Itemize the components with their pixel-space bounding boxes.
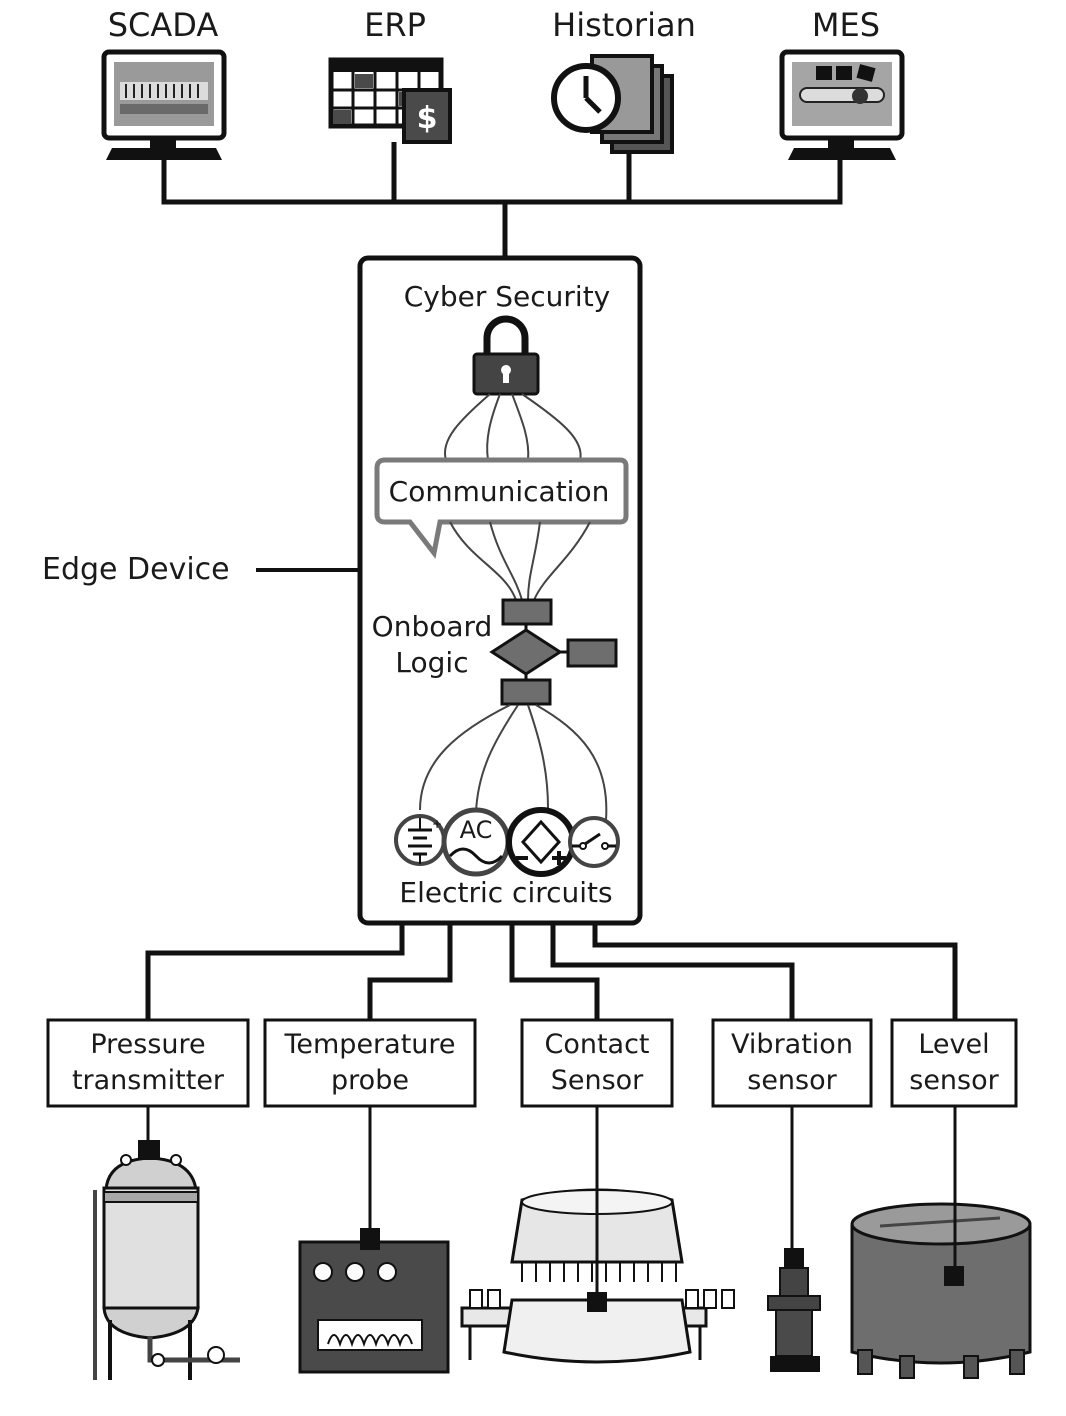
sensor-label-line1: Pressure: [90, 1029, 205, 1060]
cyber-security-label: Cyber Security: [404, 280, 611, 313]
sensor-vibration-sensor: Vibration sensor: [711, 1018, 873, 1108]
sensor-temperature-probe: Temperature probe: [263, 1018, 477, 1108]
scada-monitor-icon: [101, 49, 227, 160]
logic-to-circuits-links: [419, 704, 608, 821]
erp-spreadsheet-icon: $: [328, 57, 452, 144]
erp-label: ERP: [364, 6, 426, 44]
communication-bubble: [374, 457, 629, 559]
level-tank-illustration: [850, 1106, 1032, 1379]
ac-source-icon: AC: [441, 807, 511, 877]
sensor-label-line1: Contact: [544, 1029, 649, 1060]
mes-label: MES: [812, 6, 880, 44]
sensor-pressure-transmitter: Pressure transmitter: [46, 1018, 250, 1108]
historian-label: Historian: [552, 6, 696, 44]
flowchart-icon: [489, 598, 618, 706]
sensor-contact-sensor: Contact Sensor: [520, 1018, 674, 1108]
security-to-communication-links: [443, 393, 582, 461]
sensor-label-line2: sensor: [909, 1065, 999, 1096]
historian-clock-icon: [551, 54, 674, 154]
edge-device-label: Edge Device: [42, 552, 230, 587]
pressure-vessel-illustration: [93, 1106, 240, 1380]
dollar-sign: $: [417, 101, 438, 136]
dependent-source-icon: [506, 807, 576, 877]
mes-monitor-icon: [779, 49, 905, 160]
sensor-label-line1: Temperature: [283, 1029, 455, 1060]
electric-circuit-icons: + AC: [394, 807, 620, 877]
furnace-illustration: [298, 1106, 450, 1374]
communication-label: Communication: [389, 475, 610, 508]
sensor-label-line1: Level: [918, 1029, 989, 1060]
sensor-label-line2: Sensor: [551, 1065, 644, 1096]
sensor-label-line2: probe: [331, 1065, 409, 1096]
ac-symbol-label: AC: [460, 816, 493, 844]
sensor-label-line2: transmitter: [72, 1065, 225, 1096]
bottling-machine-illustration: [460, 1106, 735, 1364]
lock-icon: [472, 315, 540, 396]
sensor-bus-lines: [145, 923, 958, 1020]
communication-to-logic-links: [449, 521, 591, 601]
top-network-bus: [161, 142, 843, 258]
sensor-label-line2: sensor: [747, 1065, 837, 1096]
sensor-label-line1: Vibration: [731, 1029, 853, 1060]
edge-device-box: [357, 255, 643, 926]
scada-label: SCADA: [108, 6, 219, 44]
switch-icon: [568, 816, 620, 868]
battery-icon: +: [394, 814, 446, 866]
onboard-logic-label-line2: Logic: [395, 646, 468, 679]
onboard-logic-label-line1: Onboard: [372, 610, 493, 643]
svg-text:+: +: [432, 817, 442, 831]
sensor-level-sensor: Level sensor: [890, 1018, 1018, 1108]
vibration-pump-illustration: [767, 1106, 821, 1372]
electric-circuits-label: Electric circuits: [399, 876, 612, 909]
